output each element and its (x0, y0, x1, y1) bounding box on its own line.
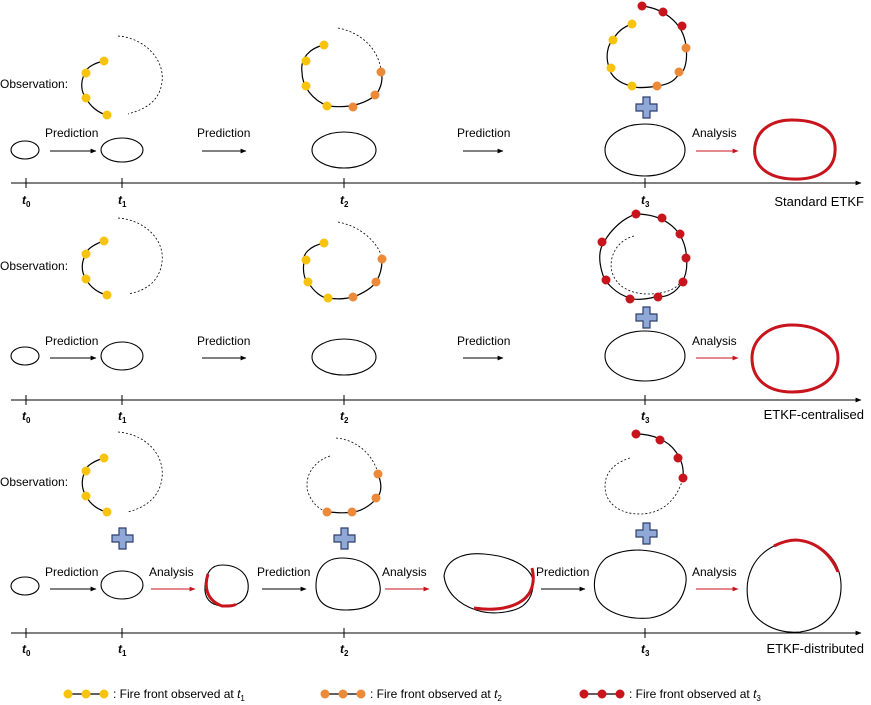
fire-front-point-t1 (319, 40, 329, 50)
plus-icon (635, 522, 658, 545)
fire-front-point-t2 (376, 67, 386, 77)
prediction-label: Prediction (457, 334, 510, 348)
fire-front-point-t2 (348, 102, 358, 112)
legend: : Fire front observed at t1 : Fire front… (63, 687, 761, 703)
plus-icon (635, 306, 658, 329)
prediction-label: Prediction (45, 565, 98, 579)
observation-t1 (81, 431, 163, 517)
analysis-label: Analysis (149, 565, 194, 579)
analysis-fire-front (773, 538, 840, 573)
observation-label: Observation: (0, 77, 68, 91)
observation-t3 (606, 1, 691, 91)
legend-item-t1: : Fire front observed at t1 (63, 687, 245, 703)
fire-front-point-t3 (637, 1, 647, 11)
analysis-label: Analysis (382, 565, 427, 579)
prediction-label: Prediction (45, 126, 98, 140)
prediction-label: Prediction (536, 565, 589, 579)
analysis-label: Analysis (692, 334, 737, 348)
observation-t3 (604, 429, 688, 515)
tick-t1: t1 (118, 642, 127, 658)
analysis-fire-front (473, 567, 535, 611)
fire-front-point-t1 (81, 68, 91, 78)
tick-t1: t1 (118, 193, 127, 209)
fire-front-point-t1 (608, 35, 618, 45)
observation-label: Observation: (0, 259, 68, 273)
fire-front-point-t3 (658, 7, 668, 17)
fire-front-point-t1 (301, 81, 311, 91)
svg-text:: Fire front observed at t1: : Fire front observed at t1 (113, 687, 245, 703)
tick-t3: t3 (641, 642, 650, 658)
panel-etkf-centralised: Observation: (0, 209, 864, 425)
svg-text:: Fire front observed at t3: : Fire front observed at t3 (629, 687, 761, 703)
tick-t2: t2 (340, 193, 349, 209)
panel-title: ETKF-centralised (764, 407, 864, 422)
tick-t0: t0 (22, 642, 31, 658)
fire-front-point-t1 (606, 63, 616, 73)
observation-label: Observation: (0, 475, 68, 489)
svg-text:: Fire front observed at t2: : Fire front observed at t2 (370, 687, 502, 703)
observation-t2 (301, 221, 387, 303)
fire-front-point-t2 (652, 81, 662, 91)
fire-front-point-t2 (370, 90, 380, 100)
fire-front-point-t1 (99, 56, 109, 66)
observation-t3 (597, 209, 691, 304)
analysis-fire-front (753, 118, 837, 181)
plus-icon (635, 96, 658, 119)
fire-front-point-t1 (102, 110, 112, 120)
fire-front-point-t1 (627, 81, 637, 91)
fire-front-point-t2 (681, 43, 691, 53)
tick-t0: t0 (22, 193, 31, 209)
tick-t3: t3 (641, 193, 650, 209)
tick-t0: t0 (22, 409, 31, 425)
fire-front-point-t1 (301, 56, 311, 66)
panel-etkf-distributed: Observation: (0, 429, 864, 658)
legend-item-t3: : Fire front observed at t3 (579, 687, 761, 703)
ensemble-ellipse (100, 137, 144, 163)
observation-t2 (301, 27, 386, 112)
panel-title: Standard ETKF (774, 194, 864, 209)
prediction-label: Prediction (197, 334, 250, 348)
ensemble-ellipse (311, 131, 377, 169)
analysis-fire-front (750, 323, 840, 394)
fire-front-point-t1 (322, 101, 332, 111)
tick-t3: t3 (641, 409, 650, 425)
panel-title: ETKF-distributed (766, 641, 864, 656)
observation-t2 (306, 437, 383, 517)
analysis-fire-front (204, 573, 238, 608)
fire-front-point-t1 (627, 19, 637, 29)
legend-item-t2: : Fire front observed at t2 (320, 687, 502, 703)
plus-icon (111, 527, 134, 550)
tick-t1: t1 (118, 409, 127, 425)
plus-icon (333, 527, 356, 550)
prediction-label: Prediction (45, 334, 98, 348)
fire-front-point-t1 (81, 93, 91, 103)
panel-standard-etkf: Observation: (0, 1, 864, 209)
observation-t1 (81, 35, 163, 120)
analysis-label: Analysis (692, 126, 737, 140)
tick-t2: t2 (340, 409, 349, 425)
ensemble-ellipse (604, 123, 686, 177)
analysis-label: Analysis (692, 565, 737, 579)
ensemble-ellipse (10, 140, 40, 160)
prediction-label: Prediction (257, 565, 310, 579)
fire-front-point-t2 (674, 67, 684, 77)
prediction-label: Prediction (197, 126, 250, 140)
observation-t1 (81, 217, 163, 300)
prediction-label: Prediction (457, 126, 510, 140)
fire-front-point-t3 (677, 21, 687, 31)
tick-t2: t2 (340, 642, 349, 658)
